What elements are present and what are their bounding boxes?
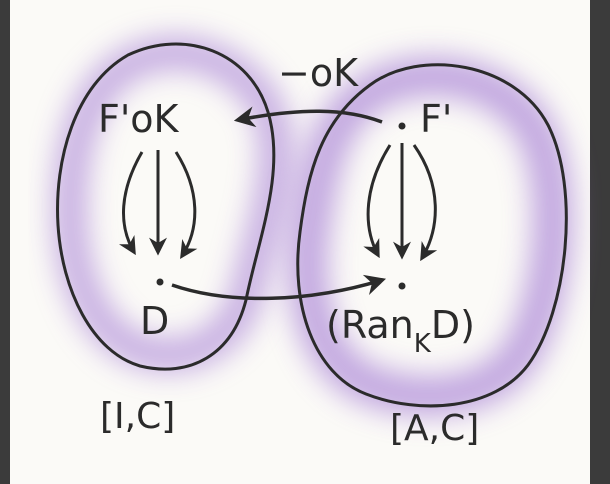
left-bottom-node: D <box>140 299 169 343</box>
precompose-label: −oK <box>278 51 359 95</box>
right-bottom-node: (RanKD) <box>326 303 475 359</box>
right-set-caption: [A,C] <box>390 408 479 449</box>
left-wash <box>52 35 294 373</box>
right-cone-arrows <box>363 143 438 262</box>
ran-suffix: D) <box>431 303 475 347</box>
right-set-outline <box>296 63 568 408</box>
ran-prefix: (Ran <box>326 303 414 347</box>
left-top-node: F'oK <box>98 97 180 141</box>
right-wash <box>287 56 573 417</box>
precompose-arrow <box>233 106 383 128</box>
d-dot <box>156 278 164 286</box>
ran-subscript: K <box>414 329 432 359</box>
right-top-node: F' <box>420 97 452 141</box>
left-set-caption: [I,C] <box>100 396 175 437</box>
right-cone-arrow-1 <box>363 144 392 259</box>
f-prime-dot <box>398 122 406 130</box>
left-cone-arrows <box>118 150 198 260</box>
left-set-outline <box>56 42 276 371</box>
right-cone-arrow-3 <box>412 144 438 262</box>
left-cone-arrow-3 <box>174 151 198 260</box>
d-to-ran-arrow <box>171 274 387 301</box>
left-cone-arrow-1 <box>118 151 144 256</box>
ran-dot <box>398 282 406 290</box>
